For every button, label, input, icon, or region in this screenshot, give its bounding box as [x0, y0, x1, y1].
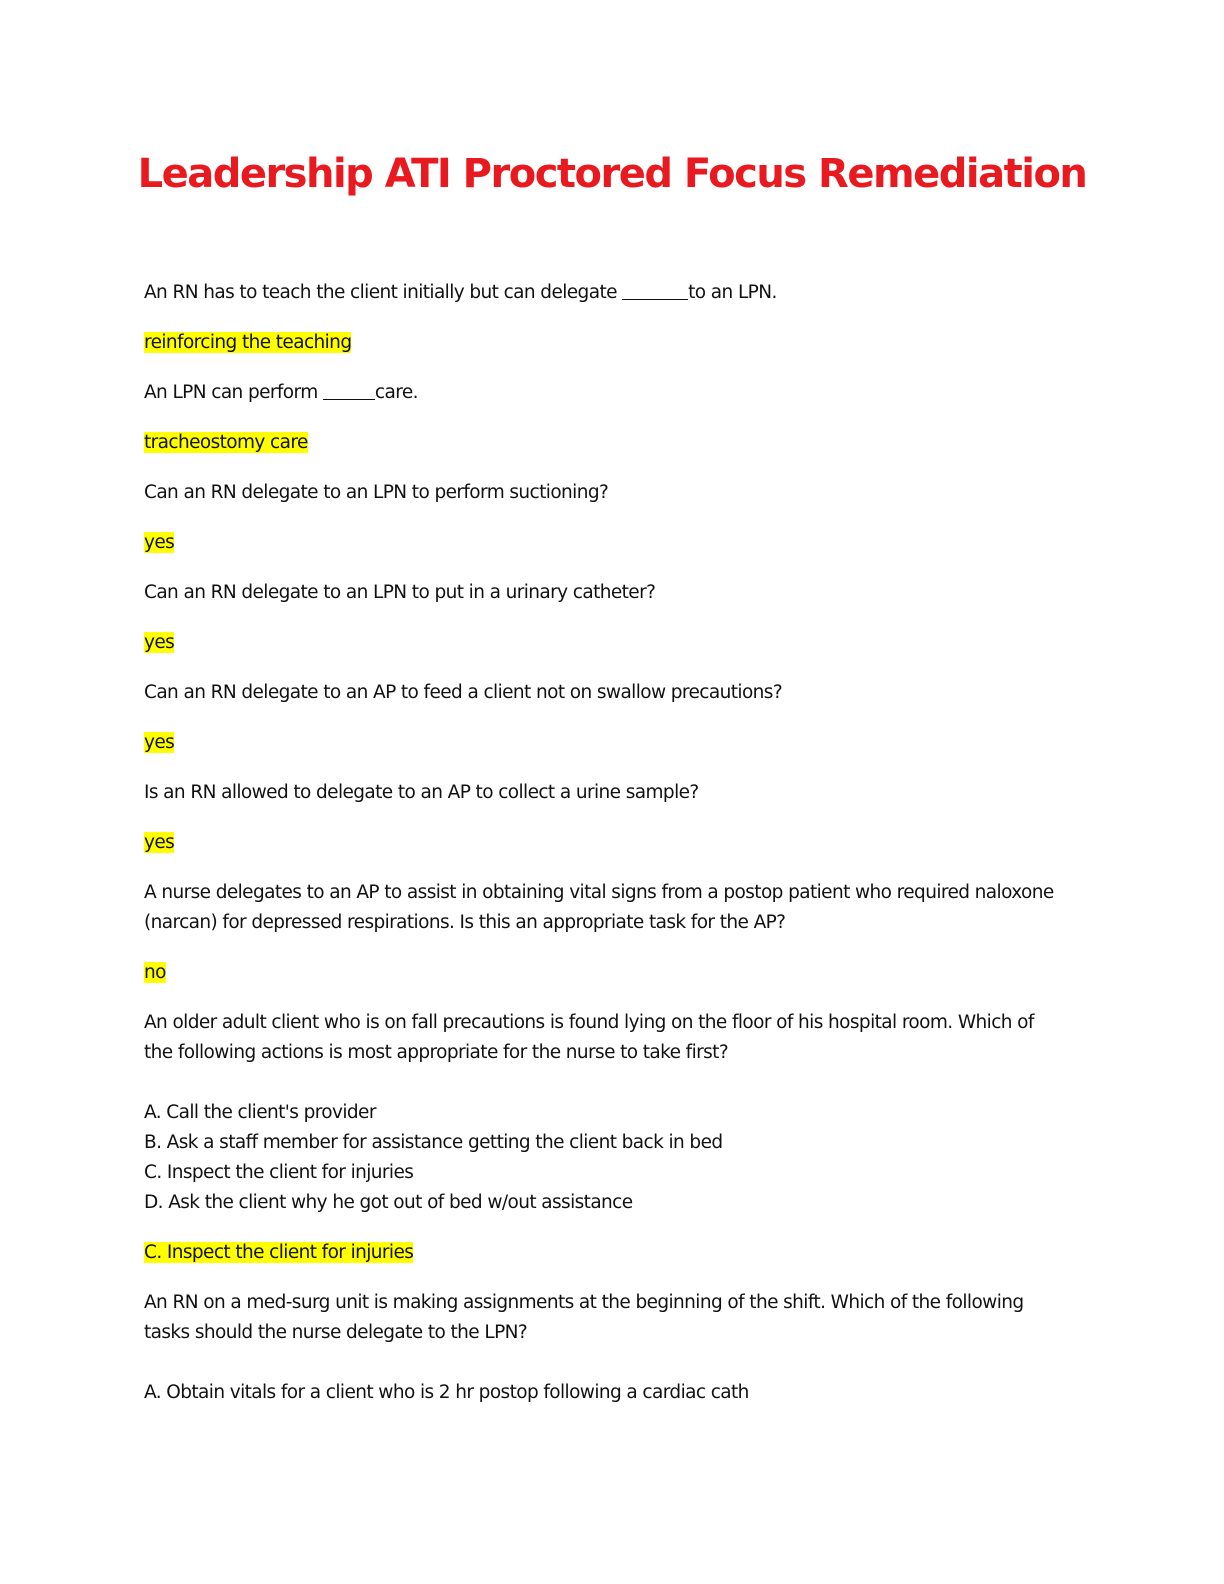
answer-5-highlight: yes — [144, 732, 175, 753]
answer-2-highlight: tracheostomy care — [144, 432, 308, 453]
question-8-options: A. Call the client's provider B. Ask a s… — [144, 1098, 1064, 1218]
question-8: An older adult client who is on fall pre… — [144, 1012, 1034, 1063]
question-1: An RN has to teach the client initially … — [144, 278, 1064, 308]
answer-8: C. Inspect the client for injuries — [144, 1238, 1064, 1268]
question-9: An RN on a med-surg unit is making assig… — [144, 1292, 1024, 1343]
answer-1: reinforcing the teaching — [144, 328, 1064, 358]
document-body: An RN has to teach the client initially … — [144, 278, 1064, 1428]
question-7: A nurse delegates to an AP to assist in … — [144, 882, 1054, 933]
question-3: Can an RN delegate to an LPN to perform … — [144, 482, 609, 503]
fill-in-blank — [622, 281, 689, 300]
question-6: Is an RN allowed to delegate to an AP to… — [144, 782, 699, 803]
question-1-before: An RN has to teach the client initially … — [144, 282, 623, 303]
question-2: An LPN can perform care. — [144, 378, 1064, 408]
answer-2: tracheostomy care — [144, 428, 1064, 458]
answer-5: yes — [144, 728, 1064, 758]
answer-3: yes — [144, 528, 1064, 558]
answer-3-highlight: yes — [144, 532, 175, 553]
document-title: Leadership ATI Proctored Focus Remediati… — [137, 151, 1088, 197]
answer-1-highlight: reinforcing the teaching — [144, 332, 352, 353]
question-2-before: An LPN can perform — [144, 382, 323, 403]
option-c: C. Inspect the client for injuries — [144, 1162, 414, 1183]
question-5: Can an RN delegate to an AP to feed a cl… — [144, 682, 783, 703]
option-a: A. Call the client's provider — [144, 1102, 376, 1123]
answer-4-highlight: yes — [144, 632, 175, 653]
answer-7: no — [144, 958, 1064, 988]
answer-7-highlight: no — [144, 962, 166, 983]
answer-8-highlight: C. Inspect the client for injuries — [144, 1242, 414, 1263]
option-d: D. Ask the client why he got out of bed … — [144, 1192, 633, 1213]
option-a: A. Obtain vitals for a client who is 2 h… — [144, 1382, 749, 1403]
fill-in-blank — [322, 381, 375, 400]
answer-4: yes — [144, 628, 1064, 658]
question-2-after: care. — [374, 382, 419, 403]
option-b: B. Ask a staff member for assistance get… — [144, 1132, 723, 1153]
question-4: Can an RN delegate to an LPN to put in a… — [144, 582, 656, 603]
answer-6: yes — [144, 828, 1064, 858]
question-9-options: A. Obtain vitals for a client who is 2 h… — [144, 1378, 1064, 1408]
answer-6-highlight: yes — [144, 832, 175, 853]
question-1-after: to an LPN. — [688, 282, 777, 303]
